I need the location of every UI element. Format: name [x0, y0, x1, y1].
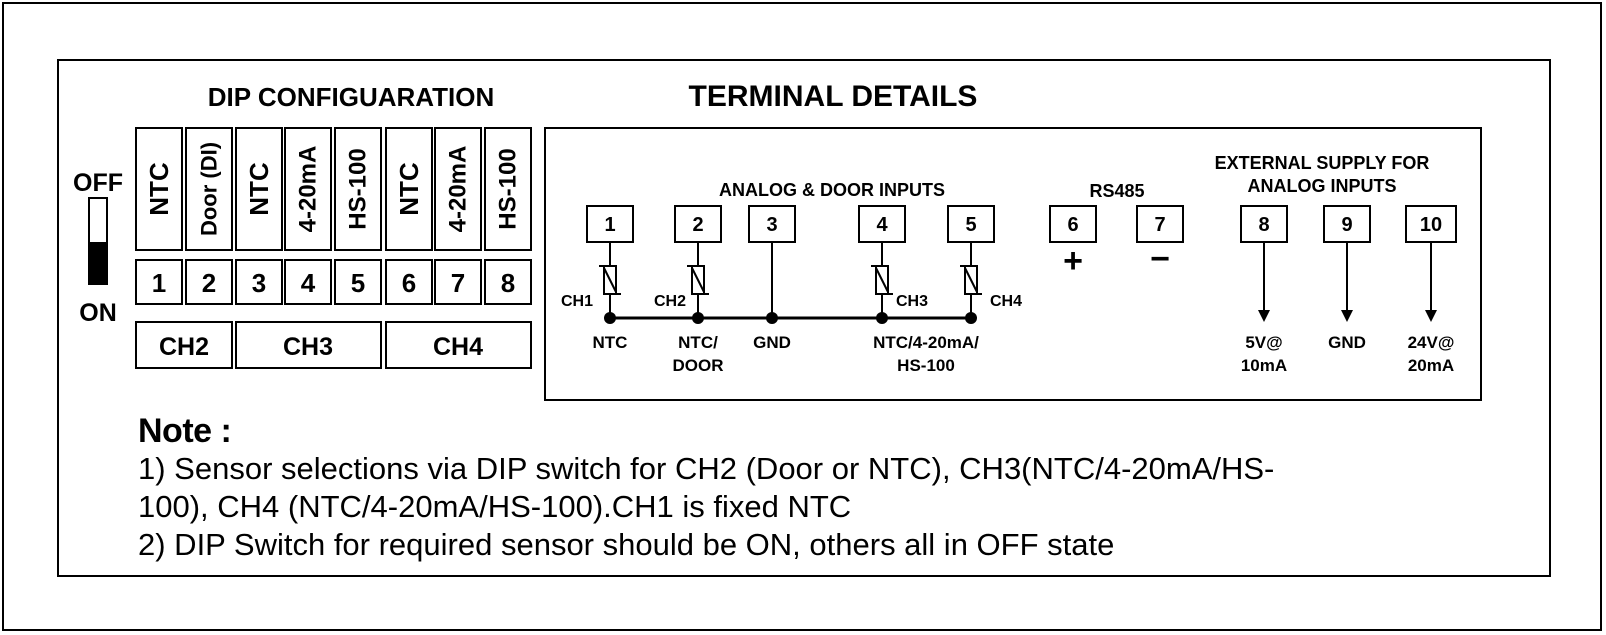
terminal-box-3: 3 [748, 205, 796, 243]
dip-switch-number: 2 [202, 268, 216, 298]
dip-sensor-label: NTC [144, 162, 174, 216]
terminal-boxes: 1 2 3 4 5 6 7 [586, 205, 1457, 243]
dip-sensor-label: HS-100 [345, 148, 372, 229]
terminal-frame [544, 127, 1482, 401]
terminal-number: 3 [766, 214, 777, 236]
t2-label-line2: DOOR [673, 356, 724, 375]
dip-sensor-cell: HS-100 [484, 127, 532, 251]
t9-label: GND [1328, 333, 1366, 352]
terminal-number: 9 [1341, 214, 1352, 236]
dip-switch-number: 5 [351, 268, 365, 298]
analog-group-label: ANALOG & DOOR INPUTS [719, 180, 945, 200]
terminal-box-8: 8 [1240, 205, 1288, 243]
rs485-minus-sign: − [1150, 240, 1170, 278]
terminal-number: 8 [1258, 214, 1269, 236]
dip-sensor-row: NTC Door (DI) NTC 4-20mA HS-100 NTC [135, 127, 532, 251]
rs485-plus-sign: + [1063, 242, 1083, 280]
dip-sensor-cell: NTC [235, 127, 283, 251]
junction-dots [604, 312, 977, 324]
t10-label-line1: 24V@ [1408, 333, 1455, 352]
rs485-label: RS485 [1089, 181, 1144, 201]
dip-switch-number: 3 [252, 268, 266, 298]
dip-channel-group: CH2 [159, 333, 209, 361]
dip-sensor-label: Door (DI) [197, 142, 222, 236]
t8-label-line2: 10mA [1241, 356, 1287, 375]
dip-switch-number: 4 [301, 268, 316, 298]
dip-on-label: ON [79, 299, 117, 327]
supply-arrows [1258, 242, 1437, 322]
dip-switch-indicator [88, 197, 108, 285]
terminal-box-7: 7 [1136, 205, 1184, 243]
external-supply-label-line2: ANALOG INPUTS [1247, 176, 1396, 196]
terminal-box-5: 5 [947, 205, 995, 243]
dip-switch-number: 7 [451, 268, 465, 298]
terminal-number: 4 [876, 214, 888, 236]
dip-sensor-label: 4-20mA [295, 146, 322, 233]
dip-sensor-cell: NTC [385, 127, 433, 251]
dip-switch-number: 8 [501, 268, 515, 298]
channel-tag-ch3: CH3 [896, 293, 928, 310]
channel-tag-ch1: CH1 [561, 293, 593, 310]
t8-label-line1: 5V@ [1245, 333, 1282, 352]
t45-label-line2: HS-100 [897, 356, 955, 375]
external-supply-label-line1: EXTERNAL SUPPLY FOR [1215, 153, 1430, 173]
note-line-3: 2) DIP Switch for required sensor should… [138, 527, 1115, 562]
dip-sensor-cell: HS-100 [334, 127, 382, 251]
terminal-box-9: 9 [1323, 205, 1371, 243]
terminal-title: TERMINAL DETAILS [689, 80, 978, 113]
terminal-box-10: 10 [1405, 205, 1457, 243]
channel-tag-ch2: CH2 [654, 293, 686, 310]
dip-sensor-cell: 4-20mA [284, 127, 332, 251]
dip-channel-group: CH3 [283, 333, 333, 361]
dip-sensor-cell: Door (DI) [185, 127, 233, 251]
sensor-symbol-ch4 [960, 265, 982, 295]
note-line-2: 100), CH4 (NTC/4-20mA/HS-100).CH1 is fix… [138, 489, 852, 524]
terminal-box-6: 6 [1049, 205, 1097, 243]
terminal-number: 7 [1154, 214, 1165, 236]
inner-frame [57, 59, 1551, 577]
sensor-symbol-ch3 [871, 265, 893, 295]
dip-number-row: 1 2 3 4 5 6 7 8 [135, 259, 532, 305]
dip-channel-row: CH2 CH3 CH4 [135, 321, 532, 369]
note-line-1: 1) Sensor selections via DIP switch for … [138, 451, 1275, 486]
terminal-number: 5 [965, 214, 976, 236]
note-block: Note : 1) Sensor selections via DIP swit… [138, 412, 1538, 564]
terminal-number: 1 [604, 214, 615, 236]
channel-tag-ch4: CH4 [990, 293, 1022, 310]
dip-switch-number: 1 [152, 268, 166, 298]
note-heading: Note : [138, 412, 232, 450]
sensor-symbols [599, 265, 982, 295]
dip-sensor-label: 4-20mA [445, 146, 472, 233]
terminal-number: 6 [1067, 214, 1078, 236]
t45-label-line1: NTC/4-20mA/ [873, 333, 979, 352]
dip-switch-number: 6 [402, 268, 416, 298]
terminal-box-1: 1 [586, 205, 634, 243]
dip-title: DIP CONFIGUARATION [208, 82, 494, 112]
t3-label: GND [753, 333, 791, 352]
dip-sensor-label: NTC [394, 162, 424, 216]
dip-sensor-cell: NTC [135, 127, 183, 251]
dip-sensor-label: HS-100 [495, 148, 522, 229]
dip-off-label: OFF [73, 169, 123, 197]
sensor-symbol-ch2 [687, 265, 709, 295]
terminal-number: 2 [692, 214, 703, 236]
terminal-number: 10 [1420, 214, 1442, 236]
t2-label-line1: NTC/ [678, 333, 718, 352]
sensor-symbol-ch1 [599, 265, 621, 295]
dip-sensor-cell: 4-20mA [434, 127, 482, 251]
t1-label: NTC [593, 333, 628, 352]
terminal-box-2: 2 [674, 205, 722, 243]
t10-label-line2: 20mA [1408, 356, 1454, 375]
terminal-box-4: 4 [858, 205, 906, 243]
dip-channel-group: CH4 [433, 333, 483, 361]
dip-sensor-label: NTC [244, 162, 274, 216]
